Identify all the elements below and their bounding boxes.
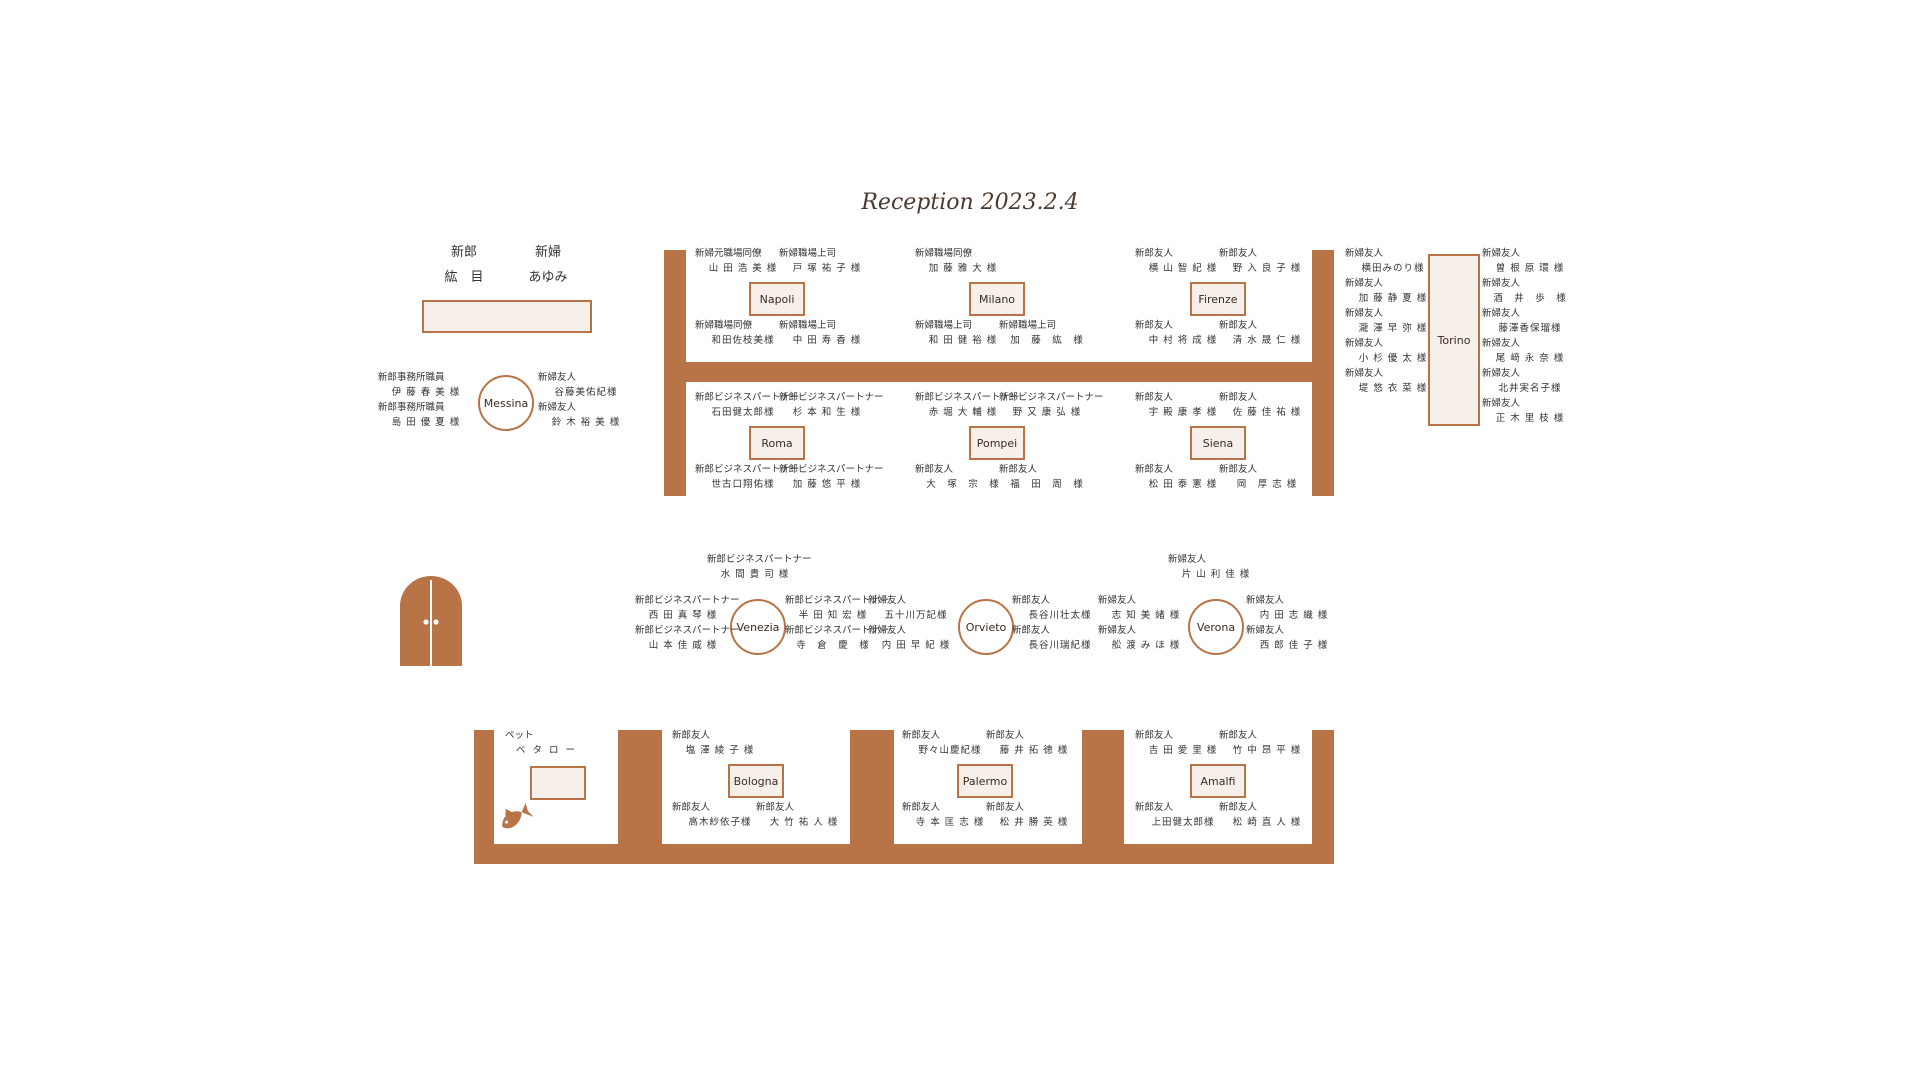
wall (664, 250, 686, 496)
table-milano[interactable]: Milano (969, 282, 1025, 316)
guest-group: 新郎ビジネスパートナー水 間 貴 司 様 (707, 554, 812, 580)
page-title: Reception 2023.2.4 (861, 190, 1079, 215)
guest-group: 新婦友人内 田 志 織 様 新婦友人西 郎 佳 子 様 (1246, 595, 1329, 651)
pet-name: ベ タ ロ ー (516, 745, 578, 756)
guest-group: 新郎ビジネスパートナー石田健太郎様 (695, 392, 800, 418)
table-messina[interactable]: Messina (478, 375, 534, 431)
guest-group: 新婦職場上司中 田 寿 香 様 (779, 320, 862, 346)
guest-group: 新郎友人塩 澤 綾 子 様 (672, 730, 755, 756)
table-torino[interactable]: Torino (1428, 254, 1480, 426)
guest-group: 新郎友人寺 本 匡 志 様 (902, 802, 985, 828)
wall (618, 730, 662, 864)
guest-group: 新郎ビジネスパートナー西 田 真 琴 様 新郎ビジネスパートナー山 本 佳 威 … (635, 595, 740, 651)
pet-role: ペット (505, 730, 534, 741)
wall (1312, 730, 1334, 864)
pet-table[interactable] (530, 766, 586, 800)
table-venezia[interactable]: Venezia (730, 599, 786, 655)
table-napoli[interactable]: Napoli (749, 282, 805, 316)
guest-group: 新郎ビジネスパートナー野 又 康 弘 様 (999, 392, 1104, 418)
table-pompei[interactable]: Pompei (969, 426, 1025, 460)
door-icon (400, 576, 462, 666)
guest-group: 新婦職場同僚和田佐枝美様 (695, 320, 775, 346)
guest-group: 新婦友人片 山 利 佳 様 (1168, 554, 1251, 580)
wall (474, 730, 494, 864)
guest-group: 新郎友人野 入 良 子 様 (1219, 248, 1302, 274)
guest-group: 新婦友人横田みのり様 新婦友人加 藤 静 夏 様 新婦友人瀧 澤 早 弥 様 新… (1345, 248, 1428, 394)
guest-group: 新婦元職場同僚山 田 浩 美 様 (695, 248, 778, 274)
guest-group: 新婦友人谷藤美佑紀様 新婦友人鈴 木 裕 美 様 (538, 372, 621, 428)
guest-group: 新郎友人吉 田 愛 里 様 (1135, 730, 1218, 756)
guest-group: 新郎友人横 山 智 紀 様 (1135, 248, 1218, 274)
wall (474, 844, 1334, 864)
guest-group: 新郎友人高木紗依子様 (672, 802, 752, 828)
groom-role: 新郎 (450, 245, 477, 260)
guest-group: 新郎ビジネスパートナー杉 本 和 生 様 (779, 392, 884, 418)
table-orvieto[interactable]: Orvieto (958, 599, 1014, 655)
table-palermo[interactable]: Palermo (957, 764, 1013, 798)
wall (1312, 250, 1334, 496)
fish-icon (502, 803, 534, 829)
guest-group: 新婦友人志 知 美 緒 様 新婦友人舩 渡 み ほ 様 (1098, 595, 1181, 651)
table-bologna[interactable]: Bologna (728, 764, 784, 798)
bride-role: 新婦 (534, 245, 561, 260)
guest-group: 新郎友人大 竹 祐 人 様 (756, 802, 839, 828)
guest-group: 新郎友人清 水 晟 仁 様 (1219, 320, 1302, 346)
guest-group: 新郎友人大 塚 宗 様 (915, 464, 1000, 490)
wall (1082, 730, 1124, 864)
guest-group: 新婦職場上司和 田 健 裕 様 (915, 320, 998, 346)
guest-group: 新郎友人宇 殿 康 孝 様 (1135, 392, 1218, 418)
guest-group: 新郎友人竹 中 昂 平 様 (1219, 730, 1302, 756)
guest-group: 新郎友人福 田 周 様 (999, 464, 1084, 490)
guest-group: 新郎ビジネスパートナー赤 堀 大 輔 様 (915, 392, 1020, 418)
wall (686, 362, 1312, 382)
guest-group: 新婦職場上司加 藤 紘 様 (999, 320, 1084, 346)
guest-group: 新郎友人松 崎 直 人 様 (1219, 802, 1302, 828)
groom-name: 紘 目 (444, 270, 484, 285)
guest-group: 新婦職場同僚加 藤 雅 大 様 (915, 248, 998, 274)
guest-group: 新郎友人野々山慶紀様 (902, 730, 982, 756)
guest-group: 新郎友人藤 井 拓 徳 様 (986, 730, 1069, 756)
guest-group: 新郎友人佐 藤 佳 祐 様 (1219, 392, 1302, 418)
guest-group: 新郎ビジネスパートナー半 田 知 宏 様 新郎ビジネスパートナー寺 倉 慶 様 (785, 595, 890, 651)
guest-group: 新婦友人曽 根 原 環 様 新婦友人酒 井 歩 様 新婦友人藤澤香保瑠様 新婦友… (1482, 248, 1567, 424)
guest-group: 新郎ビジネスパートナー加 藤 悠 平 様 (779, 464, 884, 490)
guest-group: 新郎友人中 村 将 成 様 (1135, 320, 1218, 346)
guest-group: 新郎友人上田健太郎様 (1135, 802, 1215, 828)
table-siena[interactable]: Siena (1190, 426, 1246, 460)
table-firenze[interactable]: Firenze (1190, 282, 1246, 316)
guest-group: 新郎友人岡 厚 志 様 (1219, 464, 1298, 490)
guest-group: 新郎事務所職員伊 藤 春 美 様 新郎事務所職員島 田 優 夏 様 (378, 372, 461, 428)
guest-group: 新婦友人五十川万記様 新婦友人内 田 早 紀 様 (868, 595, 951, 651)
guest-group: 新婦職場上司戸 塚 祐 子 様 (779, 248, 862, 274)
guest-group: 新郎友人松 田 泰 憲 様 (1135, 464, 1218, 490)
table-roma[interactable]: Roma (749, 426, 805, 460)
table-verona[interactable]: Verona (1188, 599, 1244, 655)
guest-group: 新郎友人松 井 勝 英 様 (986, 802, 1069, 828)
bride-name: あゆみ (528, 270, 568, 285)
guest-group: 新郎友人長谷川壮太様 新郎友人長谷川瑞紀様 (1012, 595, 1092, 651)
guest-group: 新郎ビジネスパートナー世古口翔佑様 (695, 464, 800, 490)
wall (850, 730, 894, 864)
high-table[interactable] (422, 300, 592, 333)
table-amalfi[interactable]: Amalfi (1190, 764, 1246, 798)
